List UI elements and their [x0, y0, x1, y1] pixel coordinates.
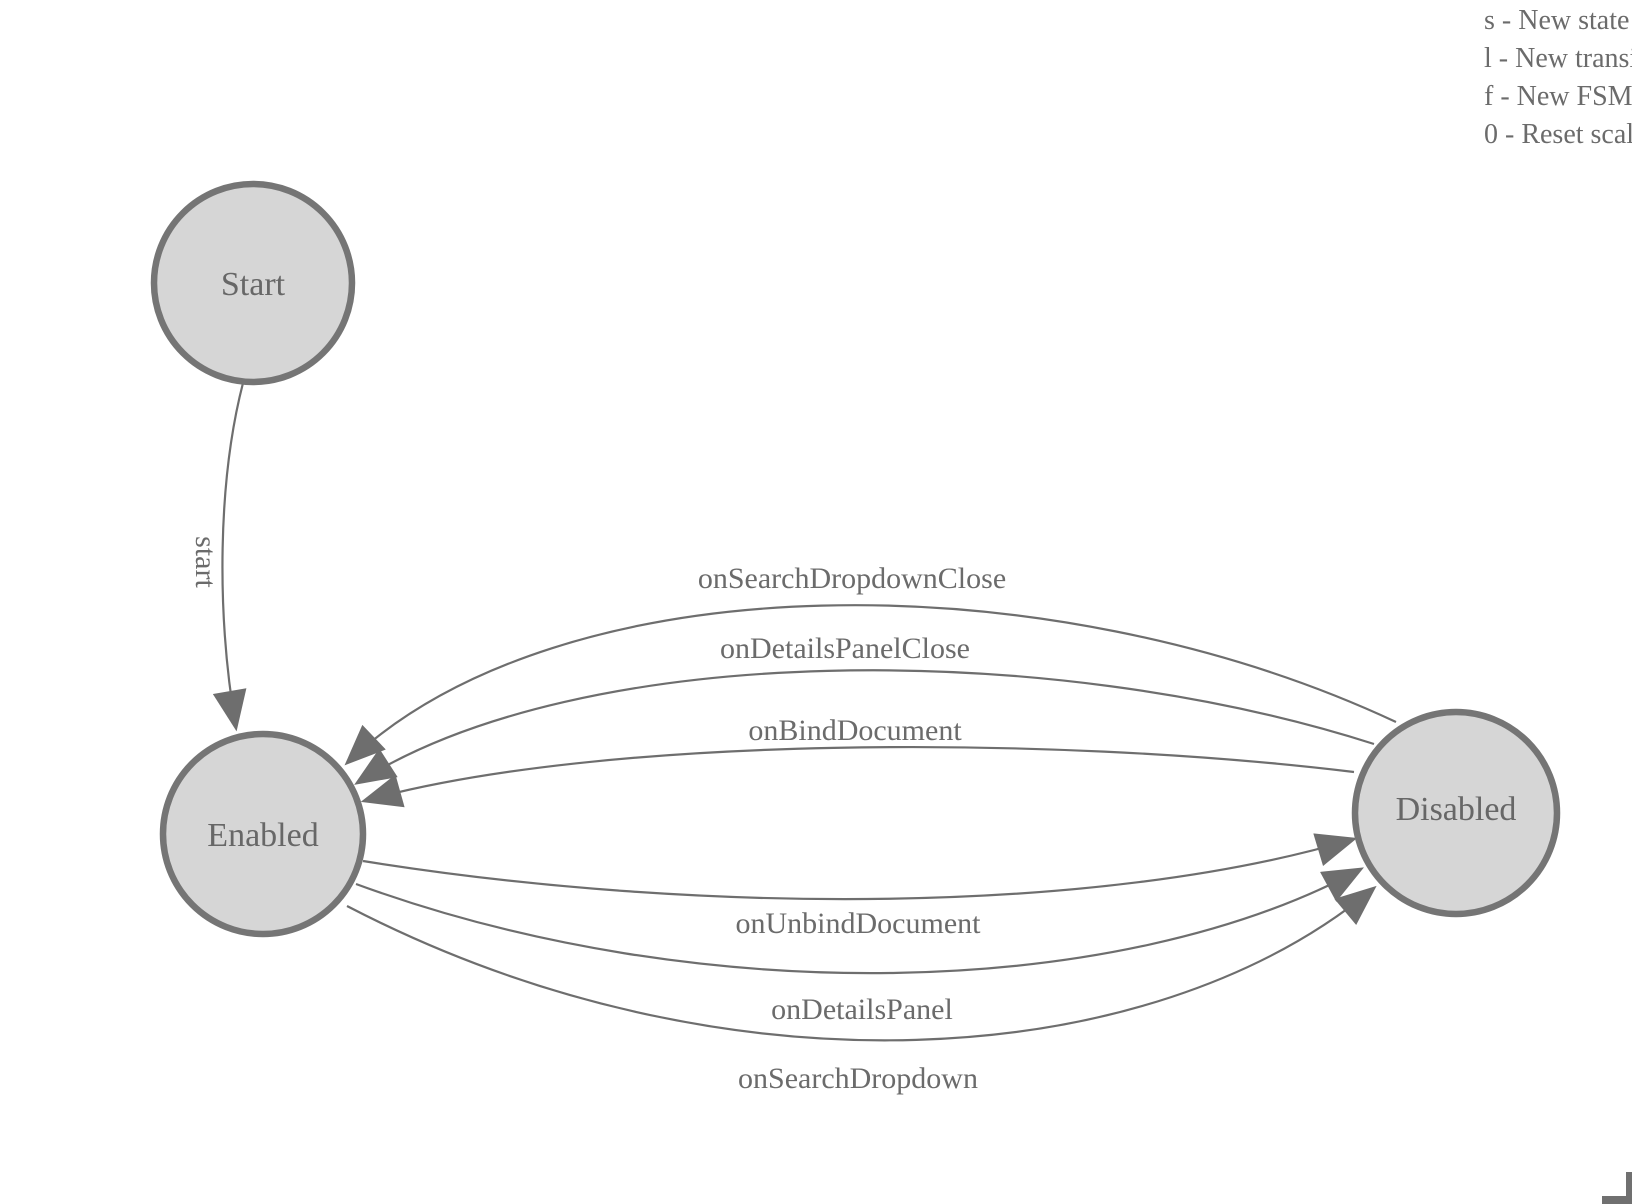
- edge-label-onDetailsPanelClose: onDetailsPanelClose: [720, 632, 970, 665]
- edge-label-onSearchDropdown: onSearchDropdown: [738, 1062, 978, 1095]
- legend-line-new-fsm: f - New FSM: [1484, 81, 1632, 112]
- edge-label-onSearchDropdownClose: onSearchDropdownClose: [698, 562, 1006, 595]
- legend-line-new-state: s - New state: [1484, 5, 1630, 36]
- state-start-circle[interactable]: [150, 180, 356, 386]
- state-disabled[interactable]: Disabled: [1351, 708, 1561, 918]
- state-start-label: Start: [221, 266, 286, 303]
- edge-start-to-enabled[interactable]: [212, 382, 247, 732]
- edge-onSearchDropdownClose[interactable]: [344, 604, 1397, 766]
- edge-onBindDocument[interactable]: [360, 746, 1355, 808]
- legend-line-new-transition: l - New transition: [1484, 43, 1632, 74]
- state-start[interactable]: Start: [150, 180, 356, 386]
- edge-labels-group: start onSearchDropdownClose onDetailsPan…: [189, 536, 1006, 1095]
- edge-label-onBindDocument: onBindDocument: [748, 714, 962, 747]
- edges-group: [212, 382, 1397, 1042]
- state-enabled[interactable]: Enabled: [159, 730, 367, 938]
- state-enabled-label: Enabled: [207, 817, 318, 854]
- corner-bracket-horizontal: [1602, 1196, 1632, 1204]
- edge-label-onUnbindDocument: onUnbindDocument: [736, 907, 982, 940]
- edge-onDetailsPanelClose[interactable]: [354, 669, 1375, 785]
- edge-onUnbindDocument[interactable]: [362, 833, 1358, 901]
- legend-line-reset-scale: 0 - Reset scale: [1484, 119, 1632, 150]
- edge-label-start: start: [189, 536, 222, 588]
- state-disabled-label: Disabled: [1396, 791, 1517, 828]
- canvas-corner-bracket: [1602, 1172, 1632, 1204]
- state-disabled-circle[interactable]: [1351, 708, 1561, 918]
- corner-bracket-vertical: [1626, 1172, 1632, 1204]
- edge-onSearchDropdown[interactable]: [346, 885, 1377, 1042]
- hotkey-legend: s - New state l - New transition f - New…: [1484, 2, 1632, 154]
- state-enabled-circle[interactable]: [159, 730, 367, 938]
- edge-onDetailsPanel[interactable]: [355, 867, 1364, 975]
- edge-label-onDetailsPanel: onDetailsPanel: [771, 993, 953, 1026]
